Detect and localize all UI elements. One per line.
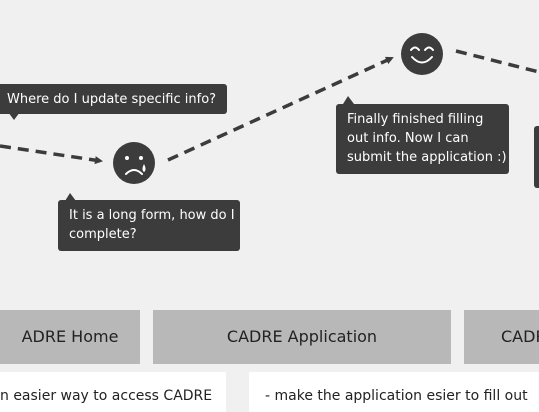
stage-label: CADRE Application	[226, 327, 378, 346]
note-text: n easier way to access CADRE	[0, 388, 213, 404]
note-cadre-home: n easier way to access CADRE	[0, 372, 226, 412]
update-info-bubble: Where do I update specific info?	[0, 84, 227, 114]
note-text: - make the application esier to fill out	[265, 388, 528, 404]
journey-map	[0, 33, 539, 201]
bubble-text: Where do I update specific info?	[7, 92, 217, 107]
bubble-pointer	[8, 112, 20, 120]
stage-label: ADRE Home	[21, 327, 119, 346]
bubble-pointer	[65, 193, 76, 201]
note-cadre-application: - make the application esier to fill out	[249, 372, 539, 412]
stage-cadre-home: ADRE Home	[0, 310, 140, 364]
stage-cadre-application: CADRE Application	[153, 310, 451, 364]
sad-face-icon	[113, 142, 155, 184]
journey-path-segment	[0, 144, 103, 165]
journey-path-segment	[455, 49, 539, 74]
finished-bubble: Finally finished filling out info. Now I…	[336, 104, 509, 174]
journey-path-segment	[167, 56, 394, 162]
stage-next: CADR	[464, 310, 539, 364]
bubble-text: submit the application :)	[347, 150, 507, 165]
bubble-text: out info. Now I can	[347, 131, 469, 146]
bubble-text: Finally finished filling	[347, 112, 484, 127]
bubble-pointer	[343, 96, 354, 104]
happy-face-icon	[401, 33, 443, 75]
long-form-bubble: It is a long form, how do I complete?	[58, 200, 240, 251]
edge-card	[534, 126, 539, 188]
bubble-text: It is a long form, how do I	[69, 208, 235, 223]
stage-label: CADR	[501, 327, 539, 346]
bubble-text: complete?	[69, 227, 137, 242]
